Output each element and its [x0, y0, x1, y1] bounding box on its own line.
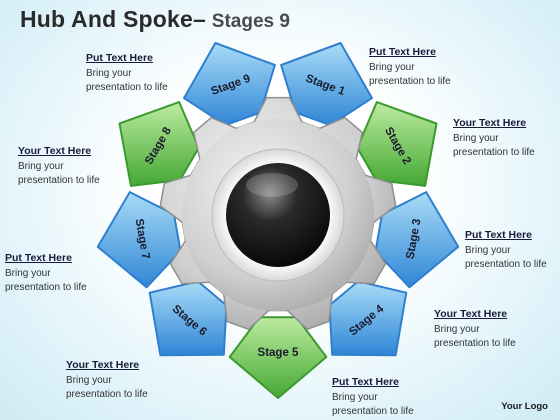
stage-4-spoke — [328, 280, 408, 357]
callout-body: Bring your presentation to life — [453, 133, 535, 158]
callout-heading: Your Text Here — [453, 117, 527, 129]
title-subtitle: Stages 9 — [211, 11, 290, 32]
title-dash: – — [192, 6, 206, 32]
callout-body: Bring your presentation to life — [434, 324, 516, 349]
hub-highlight — [246, 173, 298, 197]
callout-stage-3: Put Text Here Bring your presentation to… — [465, 229, 560, 271]
callout-body: Bring your presentation to life — [465, 245, 547, 270]
callout-stage-4: Your Text Here Bring your presentation t… — [434, 308, 560, 350]
callout-heading: Your Text Here — [18, 145, 92, 157]
callout-stage-1: Put Text Here Bring your presentation to… — [369, 46, 499, 88]
callout-body: Bring your presentation to life — [332, 392, 414, 417]
callout-body: Bring your presentation to life — [18, 161, 100, 186]
callout-body: Bring your presentation to life — [369, 62, 451, 87]
stage-1-spoke — [280, 42, 373, 127]
callout-body: Bring your presentation to life — [86, 68, 168, 93]
callout-stage-2: Your Text Here Bring your presentation t… — [453, 117, 560, 159]
title-main: Hub And Spoke — [20, 6, 193, 32]
callout-stage-9: Put Text Here Bring your presentation to… — [86, 52, 216, 94]
callout-heading: Put Text Here — [332, 376, 399, 388]
callout-stage-7: Put Text Here Bring your presentation to… — [5, 252, 135, 294]
callout-heading: Put Text Here — [369, 46, 436, 58]
callout-stage-8: Your Text Here Bring your presentation t… — [18, 145, 148, 187]
stage-5-spoke — [228, 316, 328, 399]
callout-stage-5: Put Text Here Bring your presentation to… — [332, 376, 462, 418]
callout-heading: Put Text Here — [86, 52, 153, 64]
stage-7-spoke — [96, 191, 182, 289]
callout-body: Bring your presentation to life — [5, 268, 87, 293]
stage-2-spoke — [356, 101, 438, 187]
stage-5-label: Stage 5 — [258, 347, 300, 359]
stage-9-spoke — [183, 42, 276, 127]
page-title: Hub And Spoke–Stages 9 — [20, 6, 290, 33]
stage-spokes — [96, 42, 460, 399]
callout-heading: Your Text Here — [434, 308, 508, 320]
stage-8-spoke — [118, 101, 200, 187]
callout-body: Bring your presentation to life — [66, 375, 148, 400]
hub-ball — [226, 163, 330, 267]
callout-heading: Put Text Here — [5, 252, 72, 264]
logo-text: Your Logo — [501, 401, 548, 412]
center-gear — [159, 96, 397, 331]
stage-6-spoke — [148, 280, 228, 357]
stage-3-spoke — [374, 191, 460, 289]
callout-heading: Your Text Here — [66, 359, 140, 371]
callout-heading: Put Text Here — [465, 229, 532, 241]
callout-stage-6: Your Text Here Bring your presentation t… — [66, 359, 196, 401]
